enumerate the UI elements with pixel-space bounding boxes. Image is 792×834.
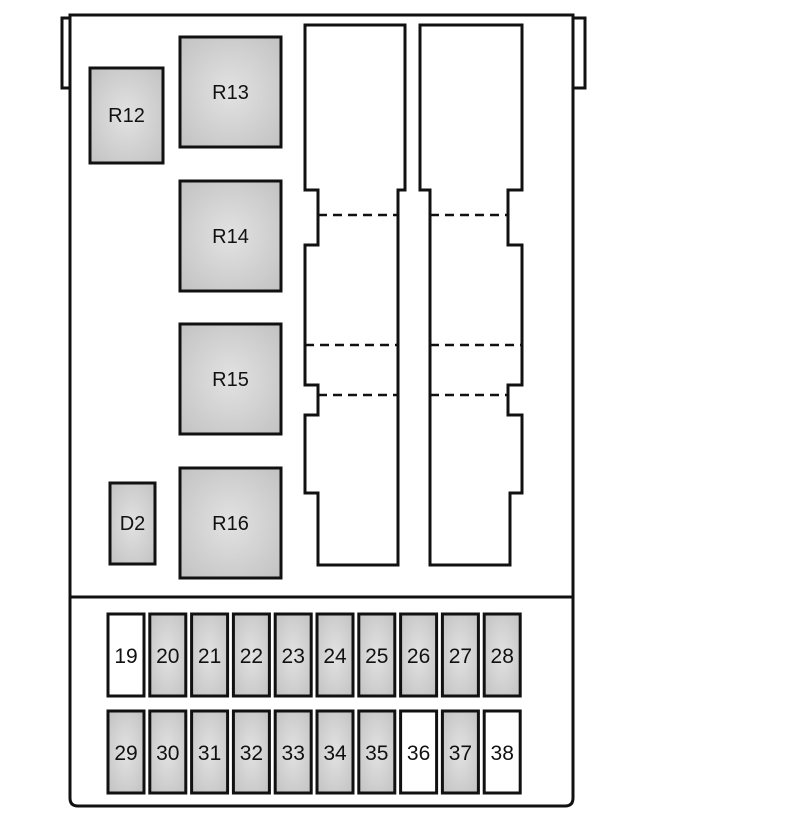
- fuse-37[interactable]: 37: [440, 709, 480, 795]
- fuse-label: 29: [114, 742, 137, 765]
- fuse-label: 28: [491, 645, 514, 668]
- fuse-slot: [399, 612, 439, 698]
- fuse-25[interactable]: 25: [357, 612, 397, 698]
- fuse-label: 19: [114, 645, 137, 668]
- fuse-label: 37: [449, 742, 472, 765]
- fuse-slot: [273, 709, 313, 795]
- fuse-19[interactable]: 19: [106, 612, 146, 698]
- fuse-22[interactable]: 22: [231, 612, 271, 698]
- fuse-34[interactable]: 34: [315, 709, 355, 795]
- fuse-slot: [315, 612, 355, 698]
- fuse-slot: [190, 709, 230, 795]
- fuse-label: 38: [491, 742, 514, 765]
- fuse-27[interactable]: 27: [440, 612, 480, 698]
- fuse-label: 23: [282, 645, 305, 668]
- fuse-label: 34: [323, 742, 347, 765]
- fuse-38[interactable]: 38: [482, 709, 522, 795]
- slot-housings: [303, 23, 524, 567]
- relay-r15[interactable]: R15: [178, 322, 283, 436]
- fuse-20[interactable]: 20: [148, 612, 188, 698]
- fuse-slot: [106, 709, 146, 795]
- fuse-32[interactable]: 32: [231, 709, 271, 795]
- fuse-31[interactable]: 31: [190, 709, 230, 795]
- relay-label: R15: [212, 369, 249, 391]
- fuse-label: 30: [156, 742, 179, 765]
- fuse-slot: [482, 709, 522, 795]
- fuse-slot: [190, 612, 230, 698]
- fuse-slot: [482, 612, 522, 698]
- right-mounting-tab: [571, 16, 587, 90]
- fuse-label: 33: [282, 742, 305, 765]
- fuse-label: 27: [449, 645, 472, 668]
- fuse-slot: [399, 709, 439, 795]
- fuse-label: 36: [407, 742, 430, 765]
- fuse-label: 22: [240, 645, 263, 668]
- slot-housing-left: [303, 23, 407, 567]
- fuse-slot: [440, 612, 480, 698]
- fuse-slot: [231, 709, 271, 795]
- relay-r14[interactable]: R14: [178, 179, 283, 293]
- fuse-slot: [273, 612, 313, 698]
- relay-label: R16: [212, 513, 249, 535]
- slot-housing-right: [418, 23, 524, 567]
- fuse-33[interactable]: 33: [273, 709, 313, 795]
- fuse-label: 32: [240, 742, 263, 765]
- fuse-slot: [440, 709, 480, 795]
- fuse-slot: [315, 709, 355, 795]
- fuse-slot: [231, 612, 271, 698]
- relay-r13[interactable]: R13: [178, 35, 283, 149]
- fuse-36[interactable]: 36: [399, 709, 439, 795]
- left-mounting-tab: [60, 16, 72, 90]
- fuse-26[interactable]: 26: [399, 612, 439, 698]
- fuse-21[interactable]: 21: [190, 612, 230, 698]
- fuse-slot: [148, 612, 188, 698]
- relay-label: R13: [212, 82, 249, 104]
- fuse-label: 26: [407, 645, 430, 668]
- fuse-label: 25: [365, 645, 388, 668]
- fuse-23[interactable]: 23: [273, 612, 313, 698]
- relay-label: R14: [212, 226, 249, 248]
- fuse-slot: [357, 612, 397, 698]
- fuse-label: 20: [156, 645, 179, 668]
- fuse-24[interactable]: 24: [315, 612, 355, 698]
- relay-r12[interactable]: R12: [88, 66, 165, 165]
- fuse-slot: [357, 709, 397, 795]
- fuse-35[interactable]: 35: [357, 709, 397, 795]
- diode-label: D2: [120, 513, 146, 535]
- fuse-28[interactable]: 28: [482, 612, 522, 698]
- slot-dividers: [305, 213, 522, 397]
- relay-r16[interactable]: R16: [178, 466, 283, 580]
- fuse-label: 21: [198, 645, 221, 668]
- fuse-slot: [148, 709, 188, 795]
- fuse-row-top: 19 20 21 22 23 24 25 26 27 28: [106, 612, 522, 698]
- fuse-29[interactable]: 29: [106, 709, 146, 795]
- fuse-label: 24: [323, 645, 347, 668]
- fuse-row-bottom: 29 30 31 32 33 34 35 36 37 38: [106, 709, 522, 795]
- fuse-slot: [106, 612, 146, 698]
- fuse-label: 31: [198, 742, 221, 765]
- fuse-label: 35: [365, 742, 388, 765]
- relay-label: R12: [108, 105, 145, 127]
- diode-d2[interactable]: D2: [108, 481, 157, 566]
- fuse-30[interactable]: 30: [148, 709, 188, 795]
